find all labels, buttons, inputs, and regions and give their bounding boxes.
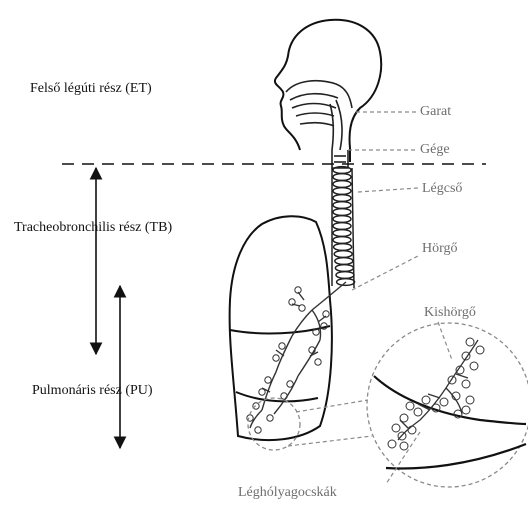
trachea-rings [332, 167, 355, 288]
trachea-ring [334, 251, 352, 258]
alveolus [408, 426, 416, 434]
trachea-ring [333, 223, 351, 230]
trachea-ring [333, 195, 351, 202]
part-label-alveoli: Léghólyagocskák [238, 486, 337, 500]
trachea-ring [336, 272, 354, 279]
alveolus [259, 389, 265, 395]
alveolus [279, 343, 285, 349]
alveolus [265, 377, 271, 383]
alveolus [287, 381, 293, 387]
region-label-pulmonary: Pulmonáris rész (PU) [32, 384, 153, 398]
alveolus [476, 346, 484, 354]
larynx-shape [332, 150, 348, 168]
alveolus [400, 442, 408, 450]
alveolus [470, 362, 478, 370]
trachea-ring [333, 237, 351, 244]
zoomed-alveoli [388, 338, 484, 450]
part-label-pharynx: Garat [420, 105, 451, 119]
alveolus [400, 414, 408, 422]
zoomed-bronchiole [398, 340, 478, 440]
region-label-upper: Felső légúti rész (ET) [30, 82, 152, 96]
alveolus [267, 415, 273, 421]
alveolus [281, 393, 287, 399]
part-label-bronchiole: Kishörgő [424, 306, 476, 320]
trachea-ring [333, 188, 351, 195]
trachea-ring [333, 216, 351, 223]
trachea-ring [335, 265, 353, 272]
part-label-trachea: Légcső [422, 182, 462, 196]
trachea-ring [333, 181, 351, 188]
alveolus [392, 424, 400, 432]
trachea-ring [333, 209, 351, 216]
head-outline [275, 20, 381, 162]
region-label-tracheobronchial: Tracheobronchilis rész (TB) [14, 221, 172, 235]
trachea-ring [334, 244, 352, 251]
trachea-ring [333, 202, 351, 209]
alveoli-clusters [247, 287, 329, 433]
alveolus [448, 376, 456, 384]
alveolus [299, 305, 305, 311]
alveolus [466, 338, 474, 346]
zoom-detail-circle [367, 323, 528, 487]
trachea-ring [335, 258, 353, 265]
alveolus [440, 398, 448, 406]
alveolus [315, 359, 321, 365]
part-label-bronchus: Hörgő [422, 242, 458, 256]
alveolus [462, 380, 470, 388]
trachea-ring [333, 174, 351, 181]
alveolus [388, 440, 396, 448]
alveolus [406, 402, 414, 410]
alveolus [255, 427, 261, 433]
trachea-ring [333, 230, 351, 237]
zoom-source-circle [248, 398, 300, 450]
part-label-larynx: Gége [420, 143, 450, 157]
alveolus [273, 355, 279, 361]
alveolus [466, 396, 474, 404]
alveolus [422, 396, 430, 404]
alveolus [414, 408, 422, 416]
zoomed-lung-surface [374, 376, 526, 468]
alveolus [462, 406, 470, 414]
